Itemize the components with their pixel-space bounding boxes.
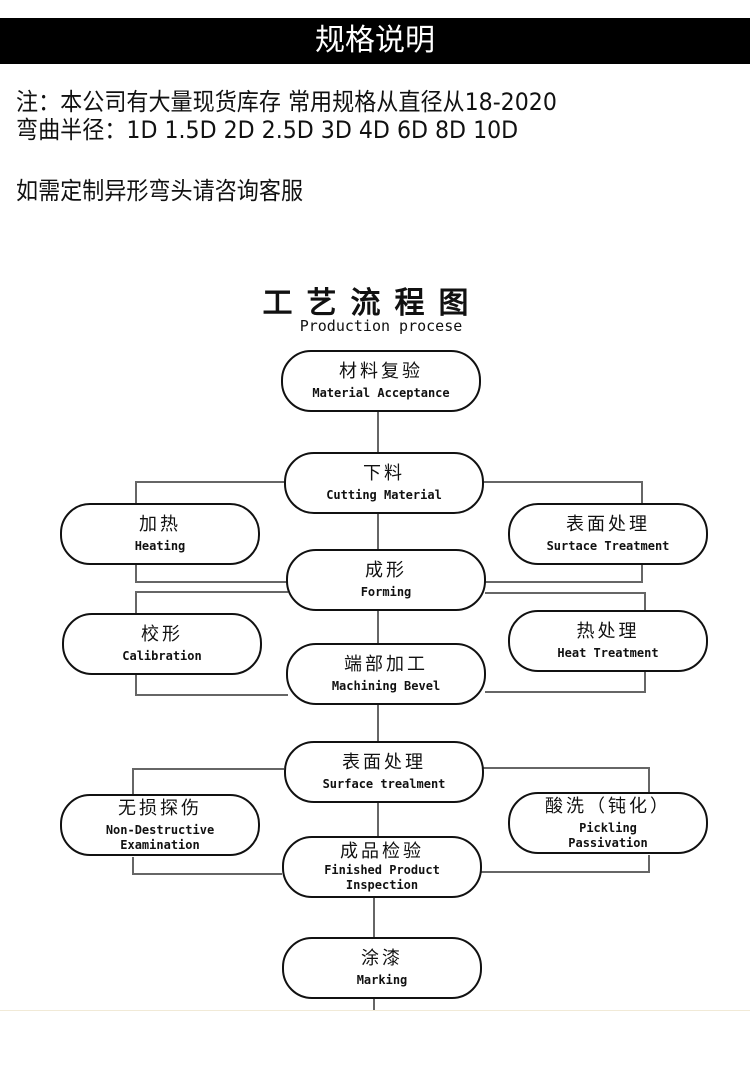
step-en: Surface trealment bbox=[322, 777, 446, 791]
step-cn: 材料复验 bbox=[339, 361, 423, 382]
flowchart-title: 工艺流程图 bbox=[262, 286, 483, 321]
step-en: Marking bbox=[356, 973, 408, 987]
step-cutting-material: 下料 Cutting Material bbox=[284, 452, 484, 514]
step-en: Surtace Treatment bbox=[546, 539, 670, 553]
step-marking: 涂漆 Marking bbox=[282, 937, 482, 999]
stock-note: 注：本公司有大量现货库存 常用规格从直径从18-2020 bbox=[16, 88, 557, 116]
flowchart-subtitle: Production procese bbox=[299, 317, 463, 335]
step-pickling-passivation: 酸洗（钝化） Pickling Passivation bbox=[508, 792, 708, 854]
step-en: Machining Bevel bbox=[331, 679, 441, 693]
step-en: Heat Treatment bbox=[557, 646, 659, 660]
step-cn: 成品检验 bbox=[340, 841, 424, 862]
section-header: 规格说明 bbox=[0, 18, 750, 64]
step-cn: 校形 bbox=[141, 624, 183, 645]
step-surface-treatment-2: 表面处理 Surface trealment bbox=[284, 741, 484, 803]
step-cn: 下料 bbox=[363, 463, 405, 484]
step-en: Forming bbox=[360, 585, 412, 599]
bottom-divider bbox=[0, 1010, 750, 1011]
step-cn: 表面处理 bbox=[566, 514, 650, 535]
step-cn: 加热 bbox=[139, 514, 181, 535]
step-cn: 酸洗（钝化） bbox=[545, 795, 671, 817]
step-cn: 无损探伤 bbox=[118, 797, 202, 819]
step-en: Material Acceptance bbox=[312, 386, 450, 400]
step-en: Finished Product Inspection bbox=[324, 863, 440, 892]
step-forming: 成形 Forming bbox=[286, 549, 486, 611]
step-cn: 端部加工 bbox=[344, 654, 428, 675]
step-machining-bevel: 端部加工 Machining Bevel bbox=[286, 643, 486, 705]
step-surface-treatment-1: 表面处理 Surtace Treatment bbox=[508, 503, 708, 565]
step-non-destructive-examination: 无损探伤 Non-Destructive Examination bbox=[60, 794, 260, 856]
step-en: Pickling Passivation bbox=[568, 820, 648, 850]
step-en: Calibration bbox=[122, 649, 202, 663]
step-heating: 加热 Heating bbox=[60, 503, 260, 565]
step-calibration: 校形 Calibration bbox=[62, 613, 262, 675]
step-finished-product-inspection: 成品检验 Finished Product Inspection bbox=[282, 836, 482, 898]
step-en: Cutting Material bbox=[326, 488, 442, 502]
step-cn: 表面处理 bbox=[342, 752, 426, 773]
step-cn: 涂漆 bbox=[361, 948, 403, 969]
step-cn: 热处理 bbox=[576, 621, 640, 642]
bend-radius-note: 弯曲半径：1D 1.5D 2D 2.5D 3D 4D 6D 8D 10D bbox=[16, 116, 519, 144]
step-en: Heating bbox=[134, 539, 186, 553]
custom-note: 如需定制异形弯头请咨询客服 bbox=[16, 177, 304, 205]
step-heat-treatment: 热处理 Heat Treatment bbox=[508, 610, 708, 672]
step-material-acceptance: 材料复验 Material Acceptance bbox=[281, 350, 481, 412]
step-en: Non-Destructive Examination bbox=[105, 822, 215, 852]
step-cn: 成形 bbox=[365, 560, 407, 581]
